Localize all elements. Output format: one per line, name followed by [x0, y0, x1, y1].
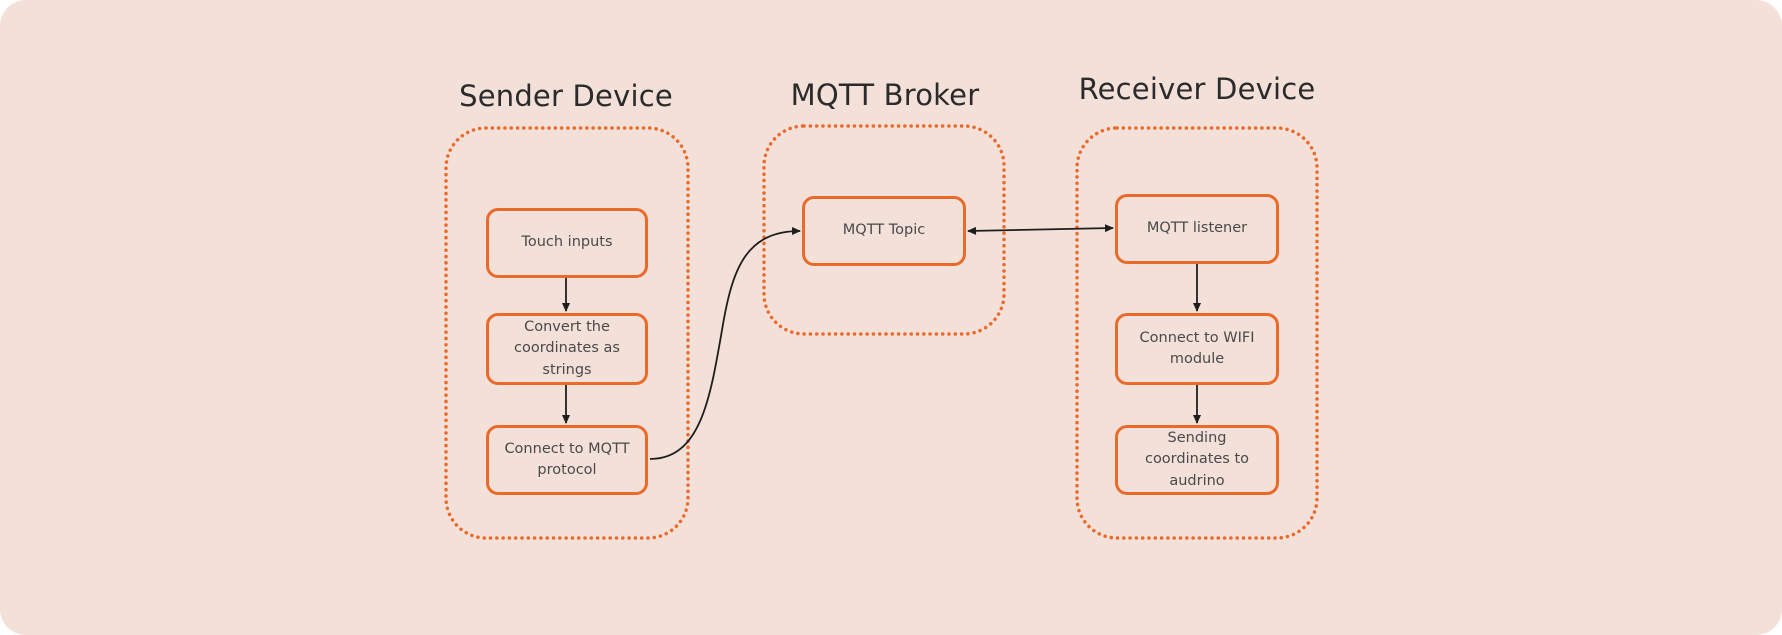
node-convert-coordinates[interactable]: Convert the coordinates as strings [486, 313, 648, 385]
node-touch-inputs[interactable]: Touch inputs [486, 208, 648, 278]
node-mqtt-topic[interactable]: MQTT Topic [802, 196, 966, 266]
edge-connect-to-topic [649, 227, 801, 460]
group-container-receiver [1075, 126, 1319, 540]
edge-topic-listener [967, 224, 1114, 235]
node-mqtt-listener[interactable]: MQTT listener [1115, 194, 1279, 264]
group-title-receiver: Receiver Device [1078, 72, 1316, 106]
group-title-sender: Sender Device [459, 79, 673, 113]
node-sending-coordinates[interactable]: Sending coordinates to audrino [1115, 425, 1279, 495]
group-container-sender [444, 126, 690, 540]
group-title-broker: MQTT Broker [790, 78, 980, 112]
node-connect-mqtt[interactable]: Connect to MQTT protocol [486, 425, 648, 495]
node-connect-wifi[interactable]: Connect to WIFI module [1115, 313, 1279, 385]
group-container-broker [762, 124, 1006, 336]
